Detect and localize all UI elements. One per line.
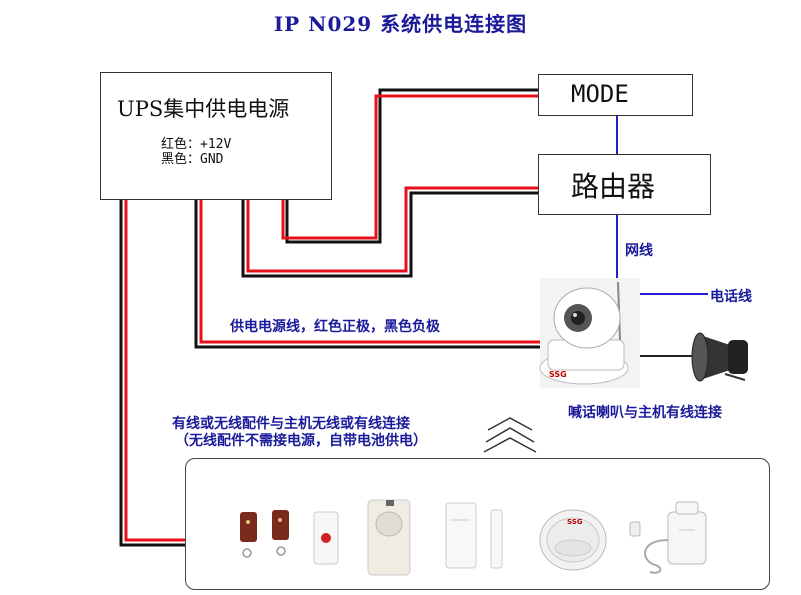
- speaker-label: 喊话喇叭与主机有线连接: [568, 405, 722, 421]
- ups-legend: 红色：+12V 黑色：GND: [161, 137, 231, 167]
- wire-ups-to-camera: [194, 200, 545, 349]
- ups-red-legend: 红色：+12V: [161, 137, 232, 152]
- mode-box: MODE: [538, 74, 693, 116]
- accessories-label-line1: 有线或无线配件与主机无线或有线连接: [172, 416, 410, 432]
- wire-ups-to-mode: [281, 88, 540, 244]
- ups-title: UPS集中供电电源: [117, 97, 290, 121]
- camera-brand: SSG: [549, 370, 567, 379]
- phone-line-label: 电话线: [710, 289, 752, 305]
- door-magnetic-sensor-icon: [445, 502, 503, 569]
- network-cable-label: 网线: [625, 243, 653, 259]
- diagram-title: IP N029 系统供电连接图: [273, 12, 528, 36]
- mode-label: MODE: [571, 80, 629, 108]
- router-label: 路由器: [571, 170, 656, 203]
- smoke-detector-brand: SSG: [567, 518, 583, 526]
- ups-power-supply-box: UPS集中供电电源 红色：+12V 黑色：GND: [100, 72, 332, 200]
- smoke-detector-icon: SSG: [539, 509, 607, 571]
- wireless-signal-icon: [483, 417, 537, 453]
- wire-ups-to-router: [241, 186, 540, 278]
- gas-detector-icon: [629, 501, 707, 574]
- accessories-label-line2: （无线配件不需接电源，自带电池供电）: [175, 433, 427, 449]
- power-line-label: 供电电源线，红色正极，黑色负极: [230, 319, 440, 335]
- remote-control-icon: [240, 510, 289, 558]
- emergency-button-icon: [313, 511, 339, 565]
- pir-motion-detector-icon: [367, 499, 411, 576]
- router-box: 路由器: [538, 154, 711, 215]
- ups-black-legend: 黑色：GND: [161, 152, 224, 167]
